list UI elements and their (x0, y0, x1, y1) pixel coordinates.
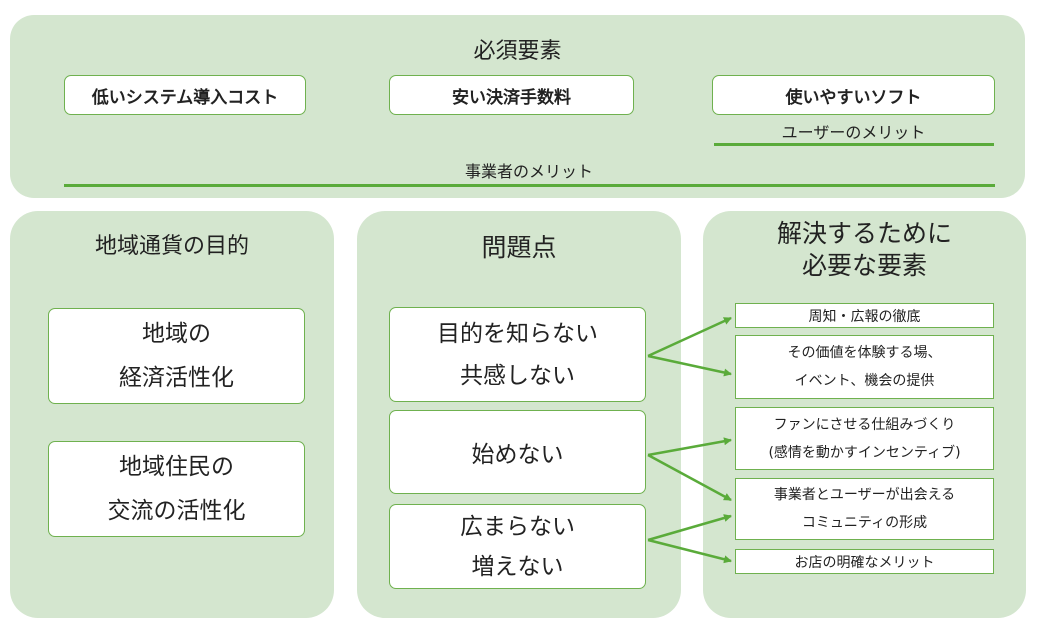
solution-shop-merit-box: お店の明確なメリット (735, 549, 994, 574)
solution-community-box: 事業者とユーザーが出会える コミュニティの形成 (735, 478, 994, 540)
low-system-cost-box: 低いシステム導入コスト (64, 75, 306, 115)
solution-fan-mechanism-box: ファンにさせる仕組みづくり (感情を動かすインセンティブ) (735, 407, 994, 470)
problem-not-spreading-box: 広まらない 増えない (389, 504, 646, 589)
solutions-title: 解決するために 必要な要素 (776, 219, 952, 280)
low-payment-fee-box: 安い決済手数料 (389, 75, 634, 115)
required-elements-title: 必須要素 (473, 39, 562, 64)
purpose-title: 地域通貨の目的 (94, 234, 249, 259)
problem-unaware-box: 目的を知らない 共感しない (389, 307, 646, 402)
user-merit-label: ユーザーのメリット (781, 123, 926, 142)
problems-title: 問題点 (481, 233, 557, 262)
arrow-not-starting-to-fan (647, 437, 732, 457)
solution-publicity-box: 周知・広報の徹底 (735, 303, 994, 328)
arrow-not-spreading-to-shop-merit (647, 538, 732, 564)
local-economy-box: 地域の 経済活性化 (48, 308, 305, 404)
business-merit-line (64, 184, 995, 187)
purpose-panel (10, 211, 334, 618)
arrow-unaware-to-experience (647, 354, 732, 377)
business-merit-label: 事業者のメリット (464, 162, 593, 181)
arrow-unaware-to-publicity (647, 316, 732, 358)
user-merit-line (714, 143, 994, 146)
easy-software-box: 使いやすいソフト (712, 75, 995, 115)
problem-not-starting-box: 始めない (389, 410, 646, 494)
solution-experience-box: その価値を体験する場、 イベント、機会の提供 (735, 335, 994, 399)
resident-exchange-box: 地域住民の 交流の活性化 (48, 441, 305, 537)
arrow-not-starting-to-community (647, 453, 732, 502)
arrow-not-spreading-to-community (647, 514, 732, 542)
